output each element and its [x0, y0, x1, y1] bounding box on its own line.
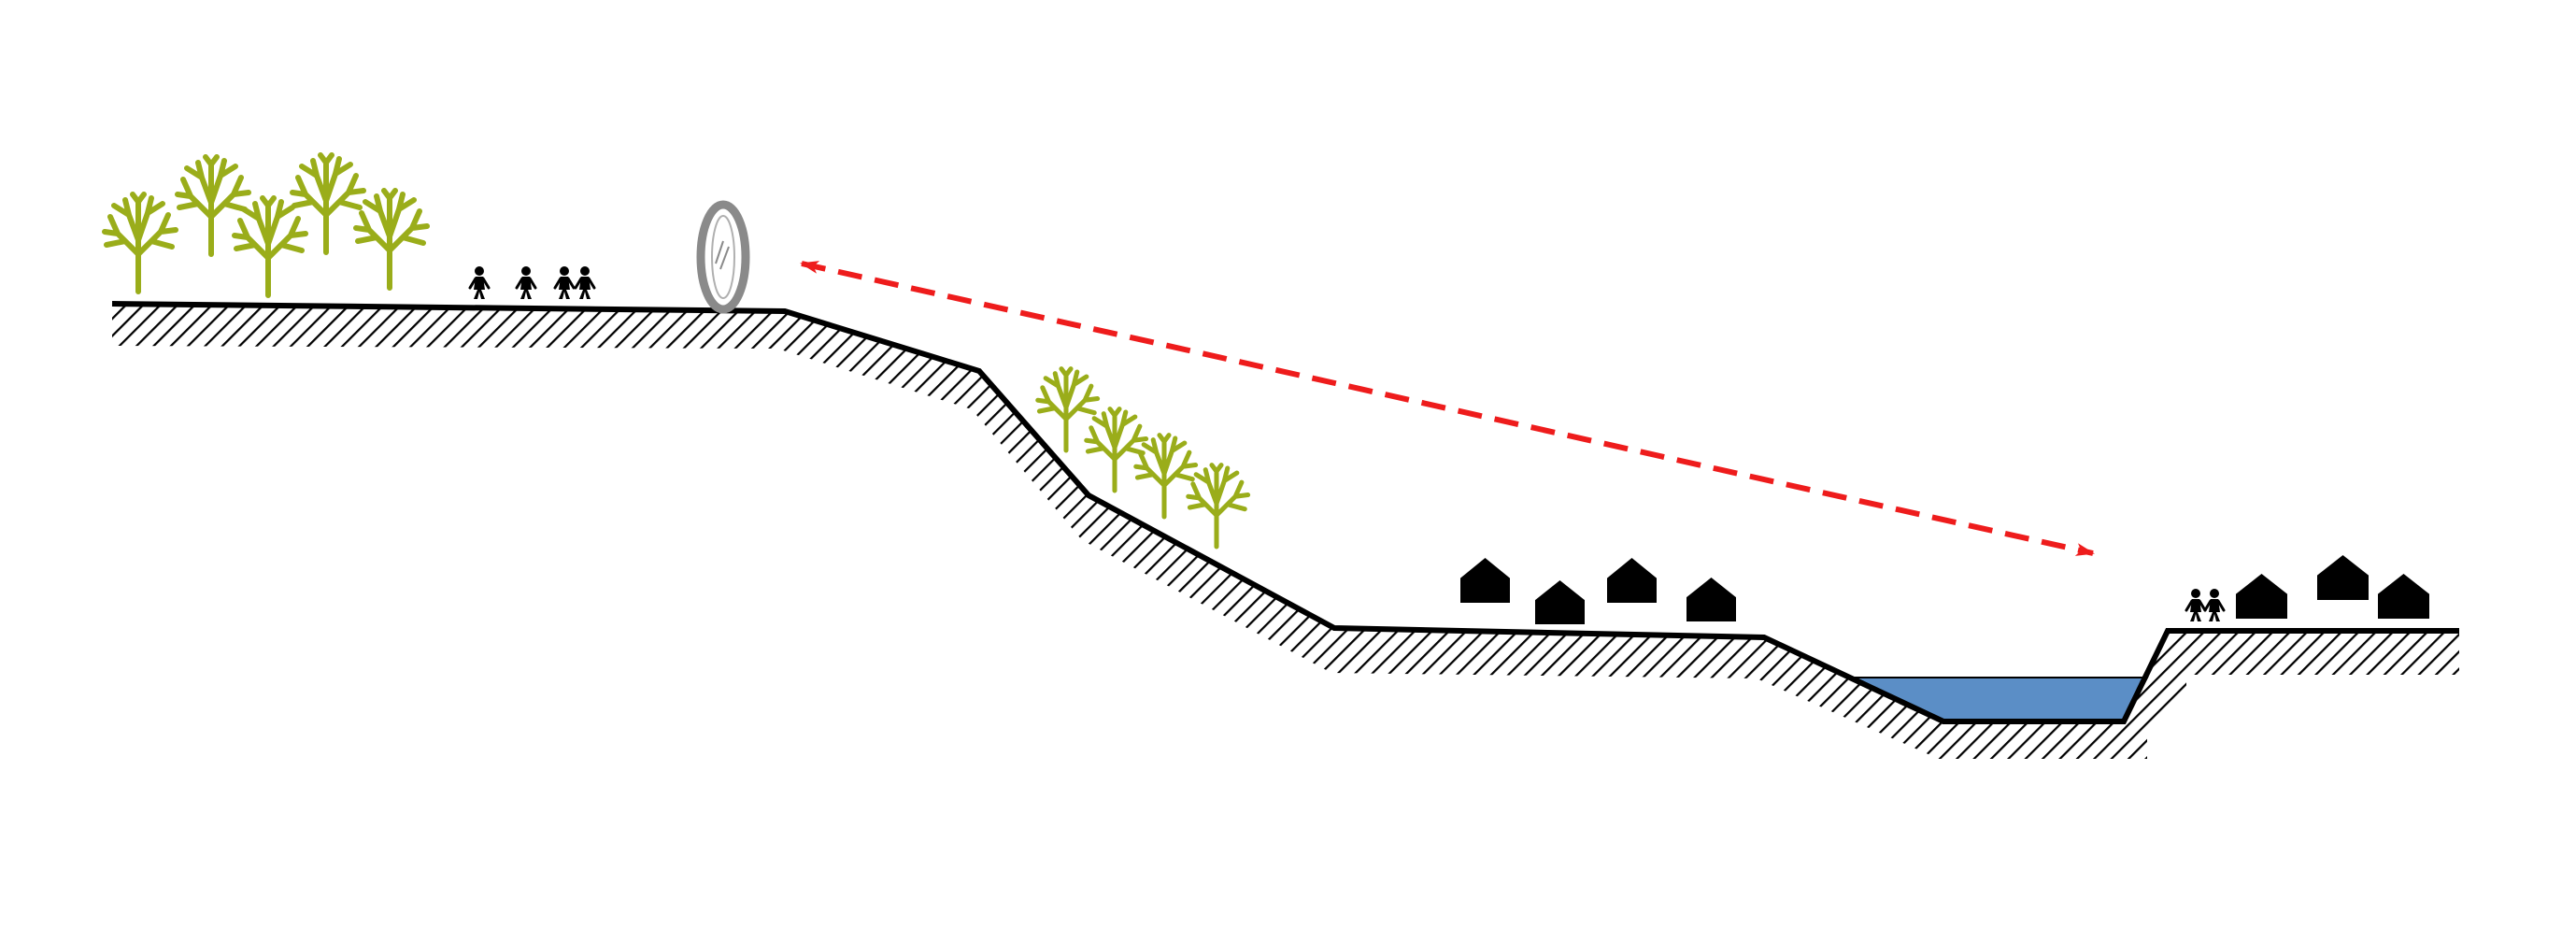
tree-icon	[1035, 366, 1101, 453]
tree-icon	[290, 152, 366, 255]
person-icon	[2185, 589, 2207, 621]
house-icon	[2378, 574, 2429, 619]
person-icon	[515, 266, 537, 299]
lens-icon	[696, 200, 750, 314]
house-icon	[1460, 558, 1510, 603]
terrain-line	[111, 301, 2459, 724]
tree-icon	[1133, 433, 1199, 520]
tree-icon	[232, 195, 308, 298]
icon-layer	[102, 152, 2429, 624]
house-icon	[1686, 578, 1736, 621]
house-icon	[2236, 574, 2287, 619]
tree-icon	[175, 154, 251, 257]
house-icon	[2317, 555, 2369, 600]
house-icon	[1535, 580, 1585, 624]
person-icon	[553, 266, 576, 299]
tree-icon	[1186, 463, 1251, 550]
person-icon	[574, 266, 596, 299]
person-icon	[2203, 589, 2226, 621]
tree-icon	[1084, 407, 1149, 493]
sight-line-arrow	[800, 261, 2095, 556]
person-icon	[468, 266, 491, 299]
tree-icon	[353, 188, 430, 291]
tree-icon	[102, 192, 178, 294]
house-icon	[1607, 558, 1657, 603]
